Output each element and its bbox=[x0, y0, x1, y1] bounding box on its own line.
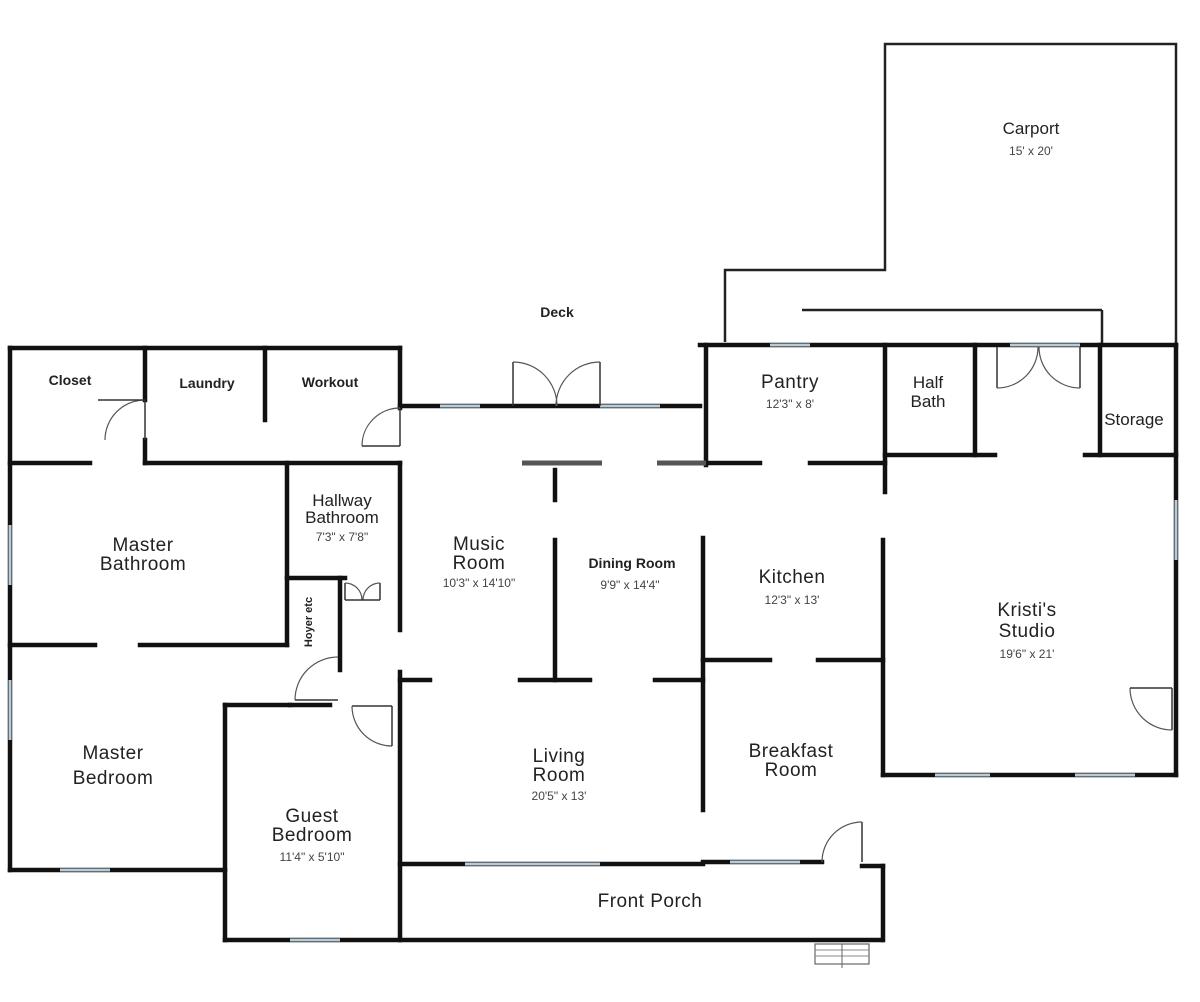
master-bedroom-label-line2: Bedroom bbox=[73, 768, 154, 789]
music-room-label-line1: Music bbox=[453, 534, 505, 555]
front-porch-label: Front Porch bbox=[598, 891, 703, 912]
kristis-studio-label-line1: Kristi's bbox=[997, 600, 1056, 621]
workout-label: Workout bbox=[302, 374, 359, 390]
half-bath-label-line2: Bath bbox=[911, 392, 946, 411]
hallway-bathroom-label-line2: Bathroom bbox=[305, 508, 379, 527]
living-room-label-line2: Room bbox=[533, 765, 586, 786]
kitchen-dims: 12'3" x 13' bbox=[765, 593, 820, 607]
guest-bedroom-dims: 11'4" x 5'10" bbox=[280, 850, 345, 864]
dining-room-label: Dining Room bbox=[588, 555, 675, 571]
closet-door[interactable] bbox=[98, 399, 146, 441]
carport-outline bbox=[723, 42, 1178, 345]
guest-bedroom-label-line2: Bedroom bbox=[272, 825, 353, 846]
windows bbox=[8, 343, 1178, 942]
front-steps bbox=[814, 943, 870, 968]
music-room-label-line2: Room bbox=[453, 553, 506, 574]
carport-label: Carport bbox=[1003, 119, 1060, 138]
breakfast-room-label-line2: Room bbox=[765, 760, 818, 781]
kristis-studio-dims: 19'6" x 21' bbox=[1000, 647, 1055, 661]
breakfast-room-label-line1: Breakfast bbox=[749, 741, 834, 762]
hoyer-label: Hoyer etc bbox=[303, 597, 315, 647]
deck-label: Deck bbox=[540, 304, 574, 320]
dining-room-dims: 9'9" x 14'4" bbox=[600, 578, 659, 592]
studio-french-door[interactable] bbox=[996, 346, 1081, 389]
half-bath-label-line1: Half bbox=[913, 373, 944, 392]
deck-french-door[interactable] bbox=[512, 361, 601, 407]
closet-label: Closet bbox=[49, 372, 92, 388]
carport-dims: 15' x 20' bbox=[1009, 144, 1053, 158]
guest-bedroom-door[interactable] bbox=[351, 705, 393, 747]
storage-label: Storage bbox=[1104, 410, 1164, 429]
guest-bedroom-label-line1: Guest bbox=[285, 806, 338, 827]
hallway-bathroom-label-line1: Hallway bbox=[312, 491, 372, 510]
deck-entry-door[interactable] bbox=[361, 407, 401, 447]
kristis-studio-label-line2: Studio bbox=[999, 621, 1056, 642]
music-room-dims: 10'3" x 14'10" bbox=[443, 576, 516, 590]
pantry-dims: 12'3" x 8' bbox=[766, 397, 814, 411]
room-labels: Carport 15' x 20' Deck Closet Laundry Wo… bbox=[49, 119, 1164, 912]
laundry-label: Laundry bbox=[179, 375, 234, 391]
living-room-label-line1: Living bbox=[533, 746, 586, 767]
master-bathroom-label-line1: Master bbox=[112, 535, 173, 556]
breakfast-room-door[interactable] bbox=[821, 821, 863, 863]
pantry-label: Pantry bbox=[761, 372, 819, 393]
studio-side-door[interactable] bbox=[1129, 687, 1173, 731]
master-bathroom-label-line2: Bathroom bbox=[100, 554, 186, 575]
kitchen-label: Kitchen bbox=[759, 567, 826, 588]
hallway-bath-door[interactable] bbox=[344, 582, 381, 601]
master-bedroom-label-line1: Master bbox=[82, 743, 143, 764]
living-room-dims: 20'5" x 13' bbox=[532, 789, 587, 803]
hoyer-door[interactable] bbox=[294, 656, 339, 701]
doors bbox=[98, 346, 1173, 968]
hallway-bathroom-dims: 7'3" x 7'8" bbox=[316, 530, 368, 544]
walls bbox=[7, 342, 1179, 943]
